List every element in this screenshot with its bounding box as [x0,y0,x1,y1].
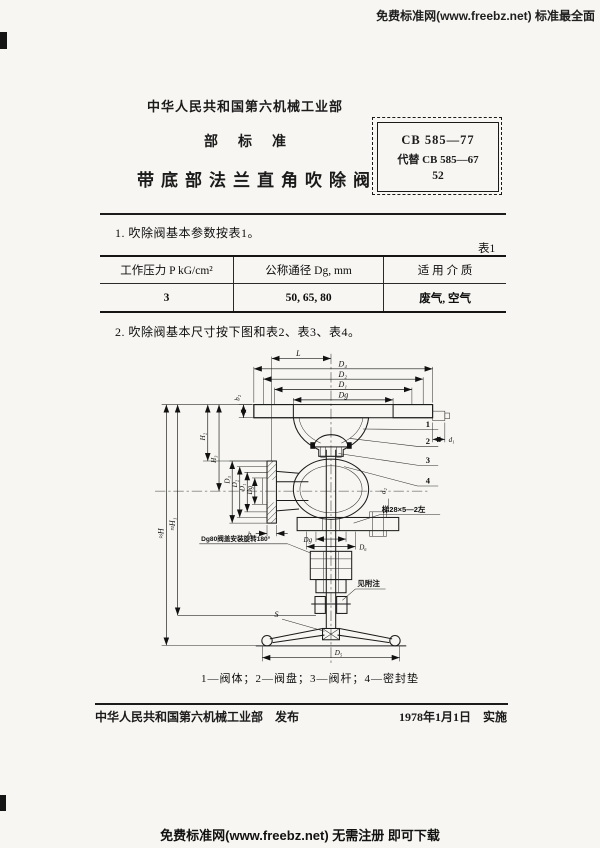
content-top-rule [100,213,506,215]
base-tripod [255,627,407,647]
bottom-nut [322,627,340,641]
callout-1-body: 1 [426,419,430,429]
part-callouts: 1 2 3 4 [338,419,439,487]
dim-D4: D₄ [338,359,348,368]
dim-d1: d₁ [449,436,455,444]
table1-cell-medium: 废气, 空气 [419,292,471,305]
dim-b2: b₂ [234,394,242,401]
scan-mark-top-left [0,32,7,49]
table1-header-diameter: 公称通径 Dg, mm [234,257,385,283]
dim-H3: H₃ [210,455,218,464]
dim-S: S [275,610,279,619]
table1-data-row: 3 50, 65, 80 废气, 空气 [100,284,506,311]
dim-Dg-bottom: Dg [303,536,313,544]
dim-D2-top: D₂ [338,370,348,379]
dimension-lines [163,355,445,661]
table1: 工作压力 P kG/cm² 公称通径 Dg, mm 适 用 介 质 3 50, … [100,255,506,313]
dim-D5: D₅ [334,649,343,657]
section-1-text: 1. 吹除阀基本参数按表1。 [115,226,261,240]
dim-Dg-side: Dg [246,485,254,495]
table1-header-medium: 适 用 介 质 [417,265,473,277]
table1-cell-diameter: 50, 65, 80 [234,284,385,311]
s-label-leader [281,618,325,632]
valve-disc [310,434,352,458]
dim-D3-side: D₃ [223,476,231,485]
dim-D6: D₆ [358,543,367,551]
stem-coupling [311,595,351,614]
svg-text:梯28×5—2左: 梯28×5—2左 [382,504,426,514]
valve-technical-drawing: L D₄ D₂ D₁ Dg b₂ d₁ ≈H ≈H₁ H₂ H₃ D₃ D₂ D… [155,350,455,665]
standard-number-box: CB 585—77 代替 CB 585—67 52 [372,117,502,195]
section-2-text: 2. 吹除阀基本尺寸按下图和表2、表3、表4。 [115,325,361,339]
footer-effective-date: 1978年1月1日 实施 [398,710,507,724]
standard-page-number: 52 [432,169,444,182]
flange-bolt [432,410,446,421]
footer-issuer: 中华人民共和国第六机械工业部 发布 [95,710,300,724]
svg-text:见附注: 见附注 [357,578,380,588]
table1-label: 表1 [478,243,496,255]
note-thread-spec: 梯28×5—2左 [353,504,441,524]
dim-L: L [295,350,301,358]
dim-D1-top: D₁ [338,380,348,389]
note-rotate-180: Dg80阀盖安装旋转180° [199,534,312,554]
dim-H1: ≈H₁ [168,517,177,530]
standard-code: CB 585—77 [401,132,475,147]
dim-Dg-top: Dg [338,391,349,400]
footer: 中华人民共和国第六机械工业部 发布 1978年1月1日 实施 [95,708,507,725]
dim-b1: b₁ [248,530,254,538]
table1-header-pressure: 工作压力 P kG/cm² [100,257,234,283]
callout-3-stem: 3 [426,455,430,465]
watermark-top: 免费标准网(www.freebz.net) 标准最全面 [376,9,595,23]
seal-gasket-right [346,442,352,449]
callout-2-disc: 2 [426,436,430,446]
dim-D1-side: D₁ [238,484,246,493]
dim-d2: d₂ [380,488,388,495]
standard-number-box-inner: CB 585—77 代替 CB 585—67 52 [377,122,499,192]
valve-body [292,458,370,520]
packing-gland [309,550,353,594]
standard-type: 部标准 [204,135,306,150]
ministry-name: 中华人民共和国第六机械工业部 [146,99,343,114]
watermark-bottom: 免费标准网(www.freebz.net) 无需注册 即可下载 [160,828,440,843]
dim-D2-side: D₂ [231,479,239,488]
table1-header-row: 工作压力 P kG/cm² 公称通径 Dg, mm 适 用 介 质 [100,257,506,284]
callout-4-gasket: 4 [426,476,431,486]
document-title: 带底部法兰直角吹除阀 [137,171,377,190]
svg-text:Dg80阀盖安装旋转180°: Dg80阀盖安装旋转180° [201,534,271,543]
footer-rule [95,703,508,705]
dim-H: ≈H [157,527,166,538]
standard-replaces: 代替 CB 585—67 [397,153,479,166]
side-flange [262,460,309,524]
scan-mark-bottom-left [0,795,6,811]
bottom-body-flange [296,511,400,537]
note-see-note: 见附注 [342,578,386,601]
seal-gasket-left [310,442,315,449]
dim-H2: H₂ [199,432,207,441]
drawing-caption: 1—阀体；2—阀盘；3—阀杆；4—密封垫 [201,673,419,685]
table1-cell-pressure: 3 [100,284,234,311]
